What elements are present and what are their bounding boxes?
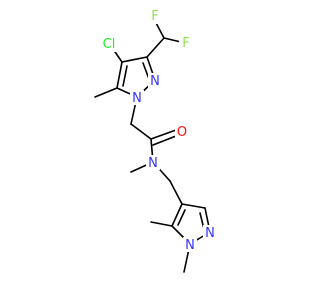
atom-n1b: N	[183, 237, 197, 253]
atom-label-nitrogen-amide: N	[148, 156, 158, 171]
bond-c5-c4	[116, 61, 123, 89]
atom-f2: F	[179, 35, 193, 51]
bond-c5b-c4b-inner	[177, 209, 186, 226]
atom-n2b: N	[203, 225, 217, 241]
atom-cl: Cl	[99, 36, 119, 52]
atom-n2: N	[148, 73, 162, 89]
atom-label-nitrogen-1: N	[132, 91, 142, 106]
atom-label-nitrogen-2: N	[150, 74, 160, 89]
background	[0, 0, 300, 300]
atom-label-nitrogen-4: N	[205, 226, 215, 241]
bond-c4b-c3b	[181, 203, 206, 209]
bond-c5b-c4b	[171, 203, 183, 227]
atom-label-fluorine-2: F	[182, 36, 189, 51]
molecule-diagram: Cl F F N N O N N	[0, 0, 300, 300]
atom-label-fluorine-1: F	[151, 9, 158, 24]
bond-c3-chf2	[146, 37, 165, 58]
atom-o: O	[175, 124, 190, 140]
atom-labels: Cl F F N N O N N	[99, 8, 217, 253]
atom-n1: N	[130, 90, 144, 106]
atom-label-chlorine: Cl	[103, 37, 116, 52]
atom-n-amide: N	[146, 155, 160, 171]
bond-c5-c4-inner	[122, 65, 128, 87]
bond-chf2-f2	[163, 37, 182, 43]
bond-c5b-methyl	[150, 221, 173, 227]
bond-ch2-ring	[169, 180, 183, 205]
bond-ch2-carbonyl	[130, 123, 152, 140]
atom-label-nitrogen-5: N	[185, 238, 195, 253]
bond-carbonyl-o-double	[152, 135, 177, 146]
bond-c5-methyl	[94, 87, 118, 98]
bond-carbonyl-o	[150, 129, 177, 140]
bond-c4-c3	[121, 56, 148, 63]
atom-label-oxygen: O	[177, 125, 187, 140]
atom-f1: F	[148, 8, 162, 24]
